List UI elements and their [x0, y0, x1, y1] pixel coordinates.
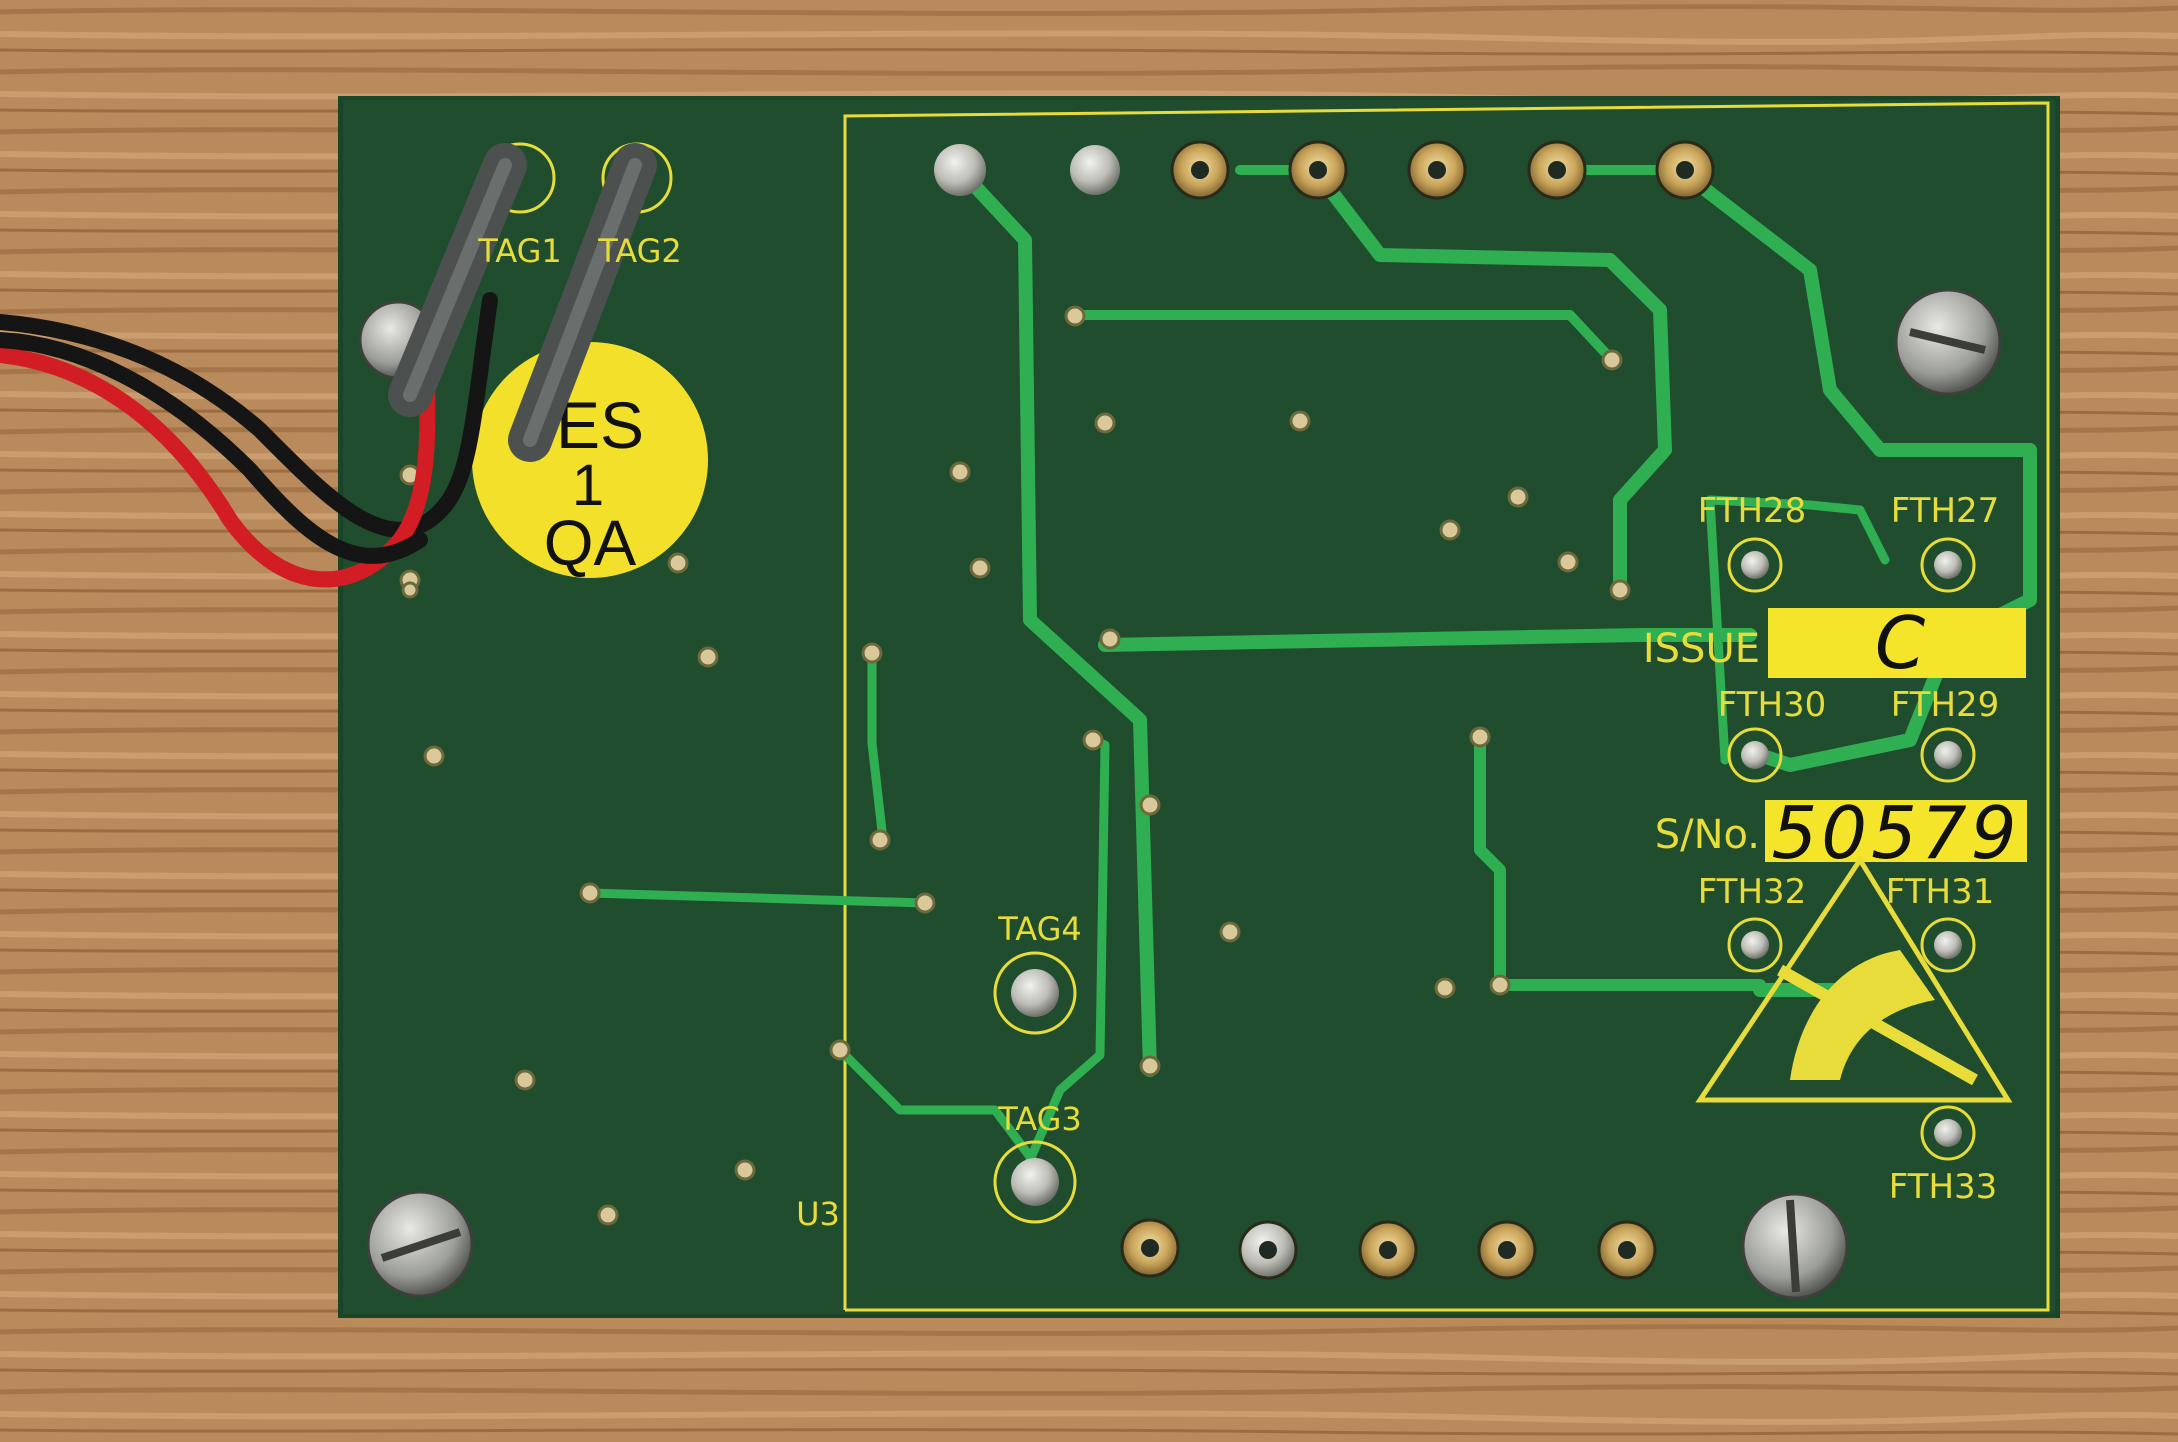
issue-label: ISSUE	[1643, 626, 1760, 672]
vias	[399, 305, 1631, 1226]
test-points	[1011, 551, 1962, 1206]
fth29-label: FTH29	[1891, 685, 2000, 725]
component-label: U3	[796, 1195, 840, 1233]
copper-traces	[585, 163, 2037, 1175]
fth30-label: FTH30	[1718, 685, 1827, 725]
fth27-label: FTH27	[1891, 491, 2000, 531]
sticker-line3: QA	[544, 507, 637, 579]
connector-pins-top	[934, 140, 1715, 200]
tag2-label: TAG2	[597, 232, 682, 270]
tag1-label: TAG1	[477, 232, 562, 270]
fth33-label: FTH33	[1889, 1167, 1998, 1207]
issue-value: C	[1875, 601, 1926, 685]
serial-label: S/No.	[1655, 812, 1760, 858]
esd-warning-icon	[1695, 855, 2013, 1103]
issue-label-patch	[1768, 608, 2026, 678]
connector-pins-bottom	[1120, 1218, 1657, 1280]
serial-value: 50579	[1771, 791, 2020, 875]
wire-leads	[0, 143, 657, 588]
qa-sticker: ES 1 QA	[472, 342, 708, 579]
fth31-label: FTH31	[1886, 872, 1995, 912]
tag3-label: TAG3	[997, 1100, 1082, 1138]
tag4-label: TAG4	[997, 910, 1082, 948]
screw-icon	[358, 288, 2002, 1300]
sticker-line2: 1	[572, 453, 604, 518]
fth32-label: FTH32	[1698, 872, 1807, 912]
pcb-board	[338, 96, 2060, 1318]
sticker-line1: ES	[556, 388, 644, 462]
fth28-label: FTH28	[1698, 491, 1807, 531]
serial-label-patch	[1765, 800, 2027, 862]
